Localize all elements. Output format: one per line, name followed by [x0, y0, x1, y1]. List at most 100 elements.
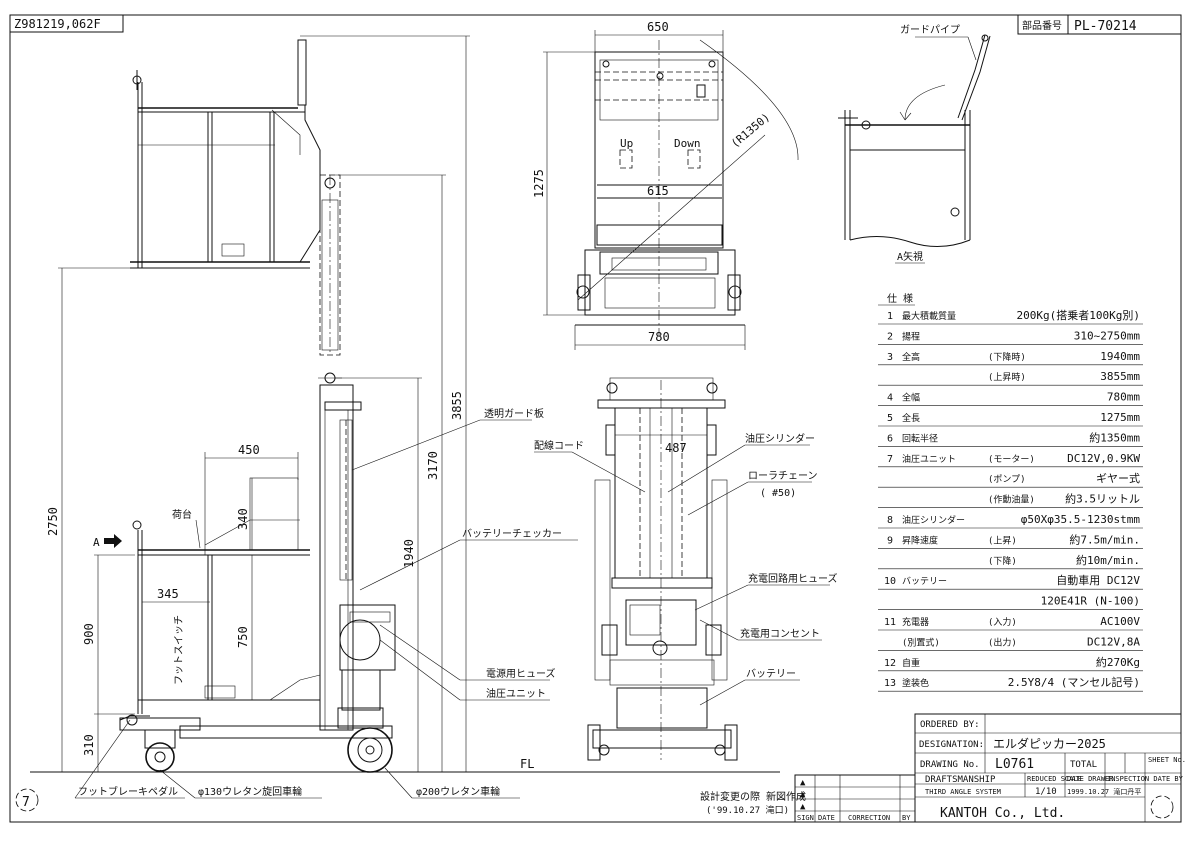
- caster-wheel: [145, 742, 175, 772]
- spec-row-value: 200Kg(搭乗者100Kg別): [1017, 309, 1140, 322]
- spec-row-value: AC100V: [1100, 615, 1140, 628]
- note-line2: ('99.10.27 滝口): [706, 805, 789, 816]
- warn-icon-1: ▲: [800, 778, 806, 788]
- spec-row-sub: (出力): [988, 636, 1017, 648]
- dim-780: 780: [648, 330, 670, 344]
- spec-row-value: 約10m/min.: [1076, 553, 1140, 567]
- front-view: 487 配線コード 油圧シリンダー ローラチェーン ( #50) 充電回路用ヒュ…: [534, 377, 838, 761]
- sheet-no-label: SHEET No.: [1148, 756, 1186, 764]
- lowered-platform: [132, 477, 321, 714]
- dim-340: 340: [236, 508, 250, 530]
- spec-row-sub: (下降): [988, 555, 1017, 567]
- inspection-label: INSPECTION DATE BY: [1107, 775, 1184, 783]
- drawing-no: L0761: [995, 757, 1034, 772]
- spec-row-value: 約3.5リットル: [1065, 492, 1140, 506]
- spec-row-sub: (上昇): [988, 535, 1017, 546]
- label-deck: 荷台: [172, 508, 192, 521]
- mast: [318, 372, 362, 731]
- spec-row-no: 10: [884, 576, 896, 587]
- dim-2750: 2750: [46, 507, 60, 536]
- spec-row-value: DC12V,8A: [1087, 635, 1140, 648]
- spec-row-value: 310~2750mm: [1074, 329, 1141, 342]
- view-arrow-a-icon: [104, 534, 122, 548]
- spec-title: 仕 様: [887, 292, 913, 305]
- sheet-border: [9, 14, 1182, 823]
- spec-row-no: 4: [887, 393, 893, 404]
- label-charge-fuse: 充電回路用ヒューズ: [748, 572, 838, 585]
- dim-3170: 3170: [426, 451, 440, 480]
- detail-view-a: ガードパイプ A矢視: [838, 24, 991, 264]
- spec-row-no: 6: [887, 433, 893, 444]
- inspection-stamp: [1150, 795, 1174, 819]
- sheet-circle-number: 7: [22, 795, 30, 810]
- spec-row-item: 全幅: [902, 392, 920, 404]
- spec-row-no: 8: [887, 515, 893, 526]
- revision-block: ▲ ▲ ▲ SIGN DATE CORRECTION BY: [794, 774, 916, 823]
- label-hydraulic-unit: 油圧ユニット: [486, 687, 546, 700]
- label-battery-checker: バッテリーチェッカー: [462, 528, 562, 540]
- spec-row-value: 自動車用 DC12V: [1056, 573, 1140, 587]
- spec-row-no: 11: [884, 617, 896, 628]
- side-view-labels: 透明ガード板 荷台 バッテリーチェッカー フットスイッチ 電源用ヒューズ 油圧ユ…: [74, 407, 578, 799]
- dim-345: 345: [157, 587, 179, 601]
- label-charge-outlet: 充電用コンセント: [740, 627, 820, 640]
- side-view: FL 3855 3170 1940 2750 900 310 340 750: [30, 35, 780, 799]
- spec-row-item: 油圧シリンダー: [902, 514, 965, 526]
- spec-row-value: 約7.5m/min.: [1069, 532, 1140, 546]
- raised-platform: [130, 39, 341, 356]
- floor-label: FL: [520, 757, 534, 771]
- spec-row-value: 3855mm: [1100, 370, 1140, 383]
- date: 1999.10.27 滝口丹平: [1067, 787, 1141, 796]
- spec-row-item: 最大積載質量: [902, 310, 956, 322]
- spec-row-no: 2: [887, 331, 893, 342]
- spec-row-no: 1: [887, 311, 893, 322]
- spec-row-value: 2.5Y8/4 (マンセル記号): [1008, 675, 1140, 689]
- warn-icon-3: ▲: [800, 802, 806, 812]
- rev-col-correction: CORRECTION: [848, 814, 890, 822]
- spec-row-item: 全高: [902, 351, 920, 363]
- spec-row-value: 120E41R (N-100): [1041, 595, 1140, 608]
- spec-row-item: 充電器: [902, 616, 929, 628]
- spec-row-no: 3: [887, 352, 893, 363]
- title-block: ORDERED BY: DESIGNATION: エルダピッカー2025 DRA…: [914, 713, 1186, 823]
- spec-row-value: DC12V,0.9KW: [1067, 452, 1140, 465]
- spec-row-value: 1275mm: [1100, 411, 1140, 424]
- dim-450: 450: [238, 443, 260, 457]
- spec-row-item: 油圧ユニット: [902, 453, 956, 465]
- dim-750: 750: [236, 626, 250, 648]
- spec-row-sub: (上昇時): [988, 372, 1026, 383]
- total-label: TOTAL: [1070, 760, 1097, 770]
- spec-row-value: 約1350mm: [1089, 430, 1140, 444]
- spec-row-no: 12: [884, 658, 896, 669]
- drawing-code-box: [9, 14, 124, 33]
- spec-row-value: 780mm: [1107, 391, 1140, 404]
- top-view: Up Down (R1350) 650 615 780 1275: [532, 20, 799, 350]
- label-foot-brake: フットブレーキペダル: [78, 785, 178, 798]
- spec-row-item: 自重: [902, 657, 920, 669]
- label-battery: バッテリー: [746, 668, 796, 680]
- spec-row-value: φ50Xφ35.5-1230stmm: [1021, 513, 1141, 526]
- ordered-by-label: ORDERED BY:: [920, 720, 980, 730]
- company-name: KANTOH Co., Ltd.: [940, 806, 1065, 821]
- spec-row-sub: (作動油量): [988, 494, 1035, 506]
- spec-row-sub: (モーター): [988, 454, 1035, 465]
- label-chain: ローラチェーン: [748, 470, 818, 482]
- dim-1275: 1275: [532, 169, 546, 198]
- spec-row-value: 1940mm: [1100, 350, 1140, 363]
- button-down: Down: [674, 137, 701, 150]
- label-chain-no: ( #50): [760, 488, 796, 499]
- part-no-label: 部品番号: [1022, 19, 1062, 32]
- spec-row-item: 昇降速度: [902, 534, 938, 546]
- dim-487: 487: [665, 441, 687, 455]
- sheet-circle: [15, 788, 39, 812]
- spec-row-item: バッテリー: [902, 576, 947, 587]
- part-no: PL-70214: [1074, 19, 1137, 34]
- detail-caption: A矢視: [897, 250, 923, 263]
- rev-col-sign: SIGN: [797, 814, 814, 822]
- spec-row-sub: (入力): [988, 616, 1017, 628]
- dim-650: 650: [647, 20, 669, 34]
- label-caster: φ130ウレタン旋回車輪: [198, 785, 302, 798]
- drive-wheel: [347, 727, 393, 773]
